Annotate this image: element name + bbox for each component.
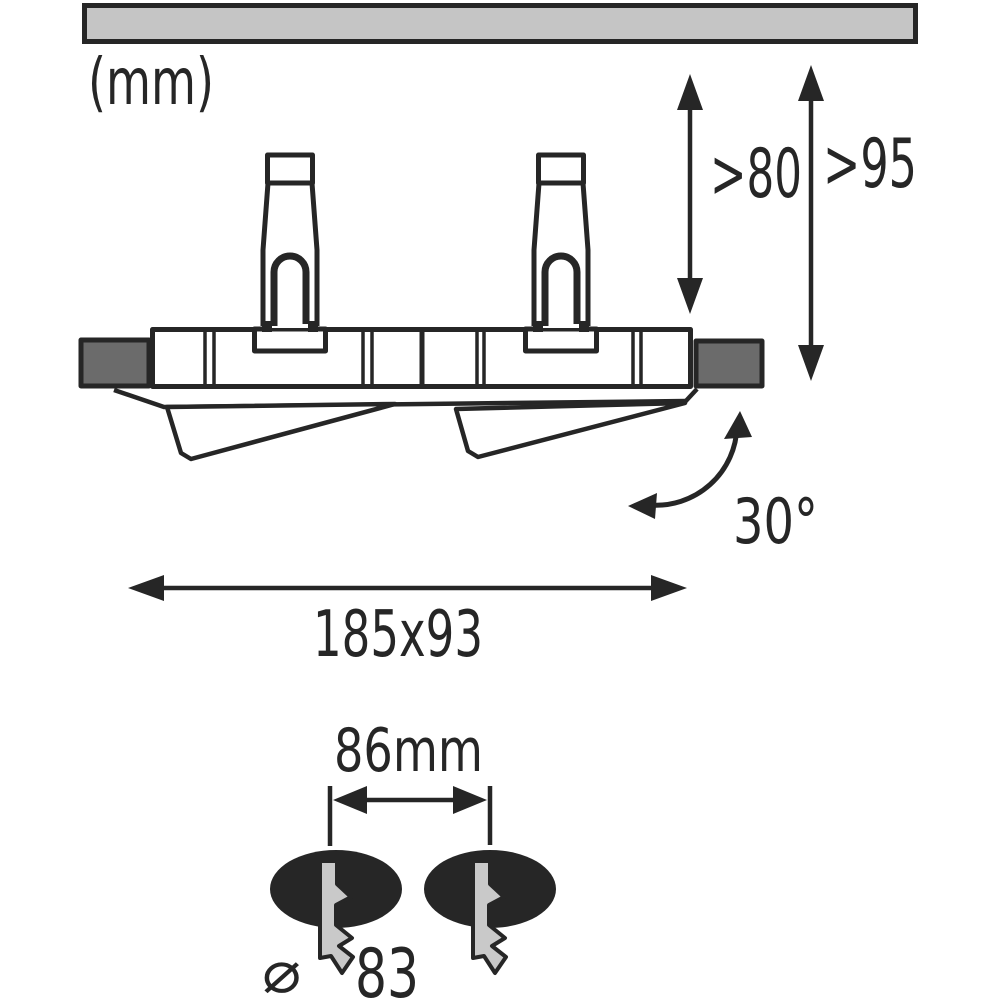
socket-cap	[536, 152, 586, 186]
tilt-arc	[649, 426, 740, 508]
body-dividers	[203, 332, 643, 385]
socket-foot	[262, 321, 272, 332]
cutout-left	[270, 850, 402, 975]
socket-tower-outline	[260, 182, 320, 326]
dimension-fixture-size: 185x93	[128, 575, 687, 672]
diameter-symbol: ⌀	[262, 938, 301, 1000]
arrowhead-right	[453, 786, 487, 814]
fixture-size-label: 185x93	[313, 598, 483, 672]
arrowhead-left	[628, 493, 657, 519]
arrowhead-left	[333, 786, 367, 814]
socket-pocket	[523, 326, 599, 354]
socket-arch	[541, 252, 581, 326]
cutout-right	[424, 850, 556, 975]
socket-pocket	[252, 326, 328, 354]
cutout-spacing-label: 86mm	[334, 716, 483, 786]
tilt-angle-annotation: 30°	[628, 411, 818, 558]
unit-label: (mm)	[88, 46, 214, 120]
arrowhead-left	[128, 575, 164, 601]
bottom-rim-right	[682, 387, 699, 405]
cutout-diameter-annotation: ⌀ 83	[262, 935, 419, 1000]
arrowhead-up	[798, 65, 824, 101]
socket-tower-outline	[531, 182, 591, 326]
fixture-drawing	[78, 152, 765, 462]
tilt-angle-label: 30°	[733, 485, 818, 558]
socket-foot	[579, 321, 589, 332]
lightning-bolt-icon	[318, 859, 355, 975]
arrowhead-up	[724, 411, 752, 439]
socket-arch	[270, 252, 310, 326]
tilted-spot-head-right	[453, 400, 688, 460]
socket-foot	[308, 321, 318, 332]
lamp-socket-left	[252, 152, 328, 354]
arrowhead-right	[651, 575, 687, 601]
lamp-socket-right	[523, 152, 599, 354]
arrowhead-down	[798, 345, 824, 381]
bottom-rim	[113, 387, 687, 410]
dimension-cutout-spacing: 86mm	[327, 716, 493, 846]
cutout-diameter-label: 83	[355, 935, 419, 1000]
arrowhead-down	[677, 278, 703, 314]
lightning-bolt-icon	[471, 859, 508, 975]
ceiling-panel	[82, 3, 918, 44]
overall-depth-label: >95	[823, 125, 917, 204]
left-clamp	[78, 337, 152, 389]
socket-cap	[265, 152, 315, 186]
socket-foot	[533, 321, 543, 332]
arrowhead-up	[677, 74, 703, 110]
dimension-recess-depth: >80	[677, 74, 802, 314]
right-clamp	[693, 338, 765, 389]
dimension-overall-depth: >95	[798, 65, 917, 381]
recess-depth-label: >80	[710, 135, 802, 214]
tilted-spot-head-left	[164, 401, 398, 462]
